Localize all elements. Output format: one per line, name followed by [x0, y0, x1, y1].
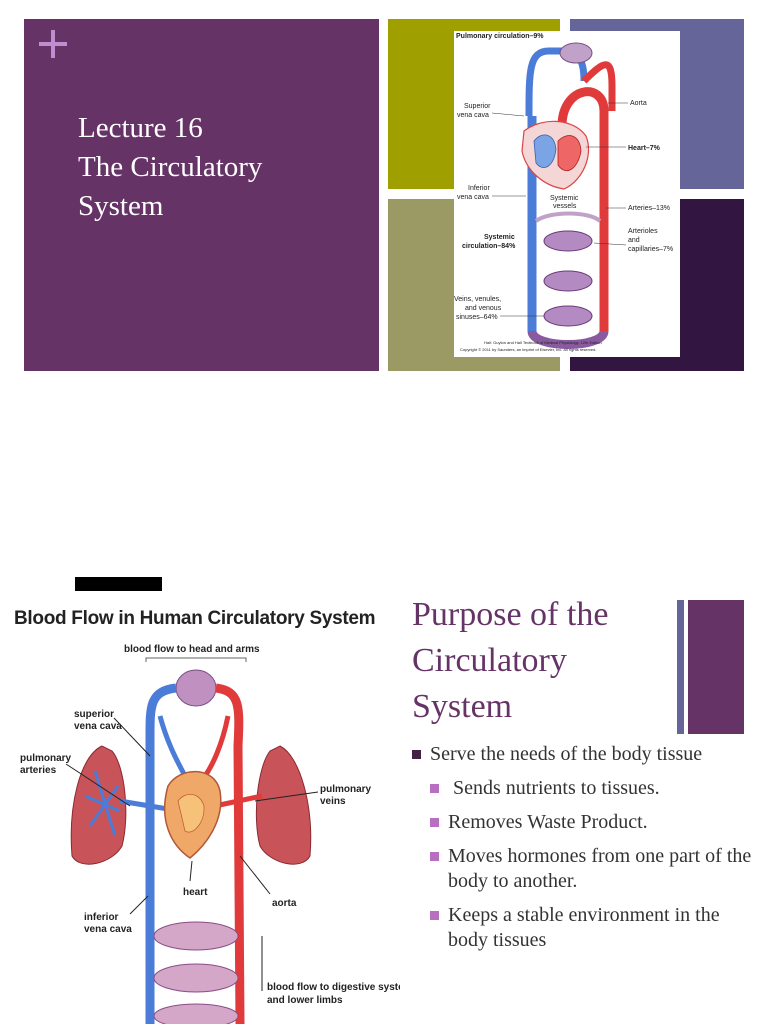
svg-text:veins: veins: [320, 796, 346, 807]
svg-text:superior: superior: [74, 709, 114, 720]
plus-icon: [39, 30, 67, 58]
svg-text:Arteries–13%: Arteries–13%: [628, 205, 670, 212]
svg-text:Inferior: Inferior: [468, 185, 490, 192]
svg-text:arteries: arteries: [20, 765, 57, 776]
slide-title: Lecture 16 The Circulatory System: [78, 112, 263, 222]
svg-text:Copyright © 2011 by Saunders,: Copyright © 2011 by Saunders, an imprint…: [460, 347, 597, 352]
svg-text:pulmonary: pulmonary: [20, 753, 72, 764]
svg-text:vessels: vessels: [553, 203, 577, 210]
svg-text:Veins, venules,: Veins, venules,: [454, 296, 501, 303]
circulation-diagram: Pulmonary circulation–9% Superior vena c…: [454, 31, 680, 357]
svg-text:heart: heart: [183, 887, 208, 898]
square-bullet-icon: [430, 818, 439, 827]
redaction-bar: [75, 577, 162, 591]
svg-text:and venous: and venous: [465, 305, 502, 312]
svg-text:capillaries–7%: capillaries–7%: [628, 246, 673, 253]
svg-text:vena cava: vena cava: [84, 924, 132, 935]
svg-text:Hall: Guyton and Hall Textbook: Hall: Guyton and Hall Textbook of Medica…: [484, 340, 602, 345]
bullet-main: Serve the needs of the body tissue: [412, 742, 762, 767]
svg-text:Systemic: Systemic: [484, 234, 515, 241]
blood-flow-illustration: blood flow to head and arms superior ven…: [20, 644, 400, 1024]
diagram-title: Blood Flow in Human Circulatory System: [14, 608, 376, 629]
svg-text:blood flow to head and arms: blood flow to head and arms: [124, 644, 260, 655]
sub-bullet: Sends nutrients to tissues.: [412, 776, 762, 801]
square-bullet-icon: [430, 784, 439, 793]
square-bullet-icon: [430, 852, 439, 861]
purpose-heading: Purpose of the Circulatory System: [412, 596, 609, 725]
sub-bullet: Removes Waste Product.: [412, 810, 762, 835]
title-slide: Lecture 16 The Circulatory System: [24, 19, 744, 371]
square-bullet-icon: [412, 750, 421, 759]
bullet-list: Serve the needs of the body tissue Sends…: [412, 742, 762, 962]
svg-text:Superior: Superior: [464, 103, 491, 110]
svg-text:vena cava: vena cava: [457, 112, 489, 119]
svg-text:Aorta: Aorta: [630, 100, 647, 107]
svg-text:inferior: inferior: [84, 912, 119, 923]
accent-bar-wide: [688, 600, 744, 734]
vessel-loops: [521, 42, 616, 349]
square-bullet-icon: [430, 911, 439, 920]
svg-text:and: and: [628, 237, 640, 244]
svg-text:and lower limbs: and lower limbs: [267, 995, 343, 1006]
svg-text:pulmonary: pulmonary: [320, 784, 372, 795]
accent-bar-thin: [677, 600, 684, 734]
sub-bullet: Moves hormones from one part of the body…: [412, 844, 762, 894]
sub-bullet: Keeps a stable environment in the body t…: [412, 903, 762, 953]
blood-flow-diagram: Blood Flow in Human Circulatory System: [0, 596, 400, 1024]
svg-text:blood flow to digestive system: blood flow to digestive system: [267, 982, 400, 993]
svg-text:sinuses–64%: sinuses–64%: [456, 314, 498, 321]
pulmonary-label: Pulmonary circulation–9%: [456, 33, 544, 40]
svg-text:Heart–7%: Heart–7%: [628, 145, 661, 152]
svg-text:aorta: aorta: [272, 898, 297, 909]
svg-text:circulation–84%: circulation–84%: [462, 243, 516, 250]
svg-text:vena cava: vena cava: [457, 194, 489, 201]
svg-text:vena cava: vena cava: [74, 721, 122, 732]
svg-text:Arterioles: Arterioles: [628, 228, 658, 235]
title-panel: Lecture 16 The Circulatory System: [24, 19, 379, 371]
svg-text:Systemic: Systemic: [550, 195, 579, 202]
